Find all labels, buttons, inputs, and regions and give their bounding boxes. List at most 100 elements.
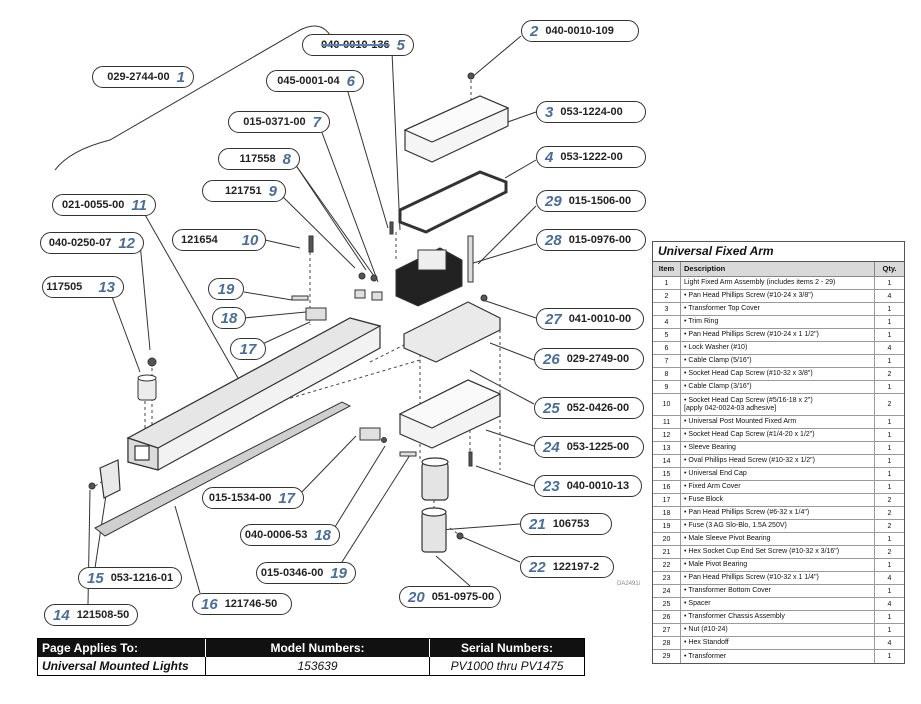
callout-7: 7 015-0371-00: [228, 111, 330, 133]
description-text: • Universal End Cap: [684, 470, 747, 477]
description-text: • Lock Washer (#10): [684, 344, 748, 351]
callout-number: 19: [330, 564, 347, 582]
callout-24: 24 053-1225-00: [534, 436, 644, 458]
callout-21: 21 106753: [520, 513, 612, 535]
callout-17b: 17 015-1534-00: [202, 487, 304, 509]
table-row: 27• Nut (#10-24)1: [653, 624, 904, 637]
qty-cell: 2: [887, 401, 892, 408]
description-text: • Socket Head Cap Screw (#1/4-20 x 1/2"): [684, 431, 815, 438]
part-number: 029-2749-00: [566, 353, 630, 365]
callout-number: 28: [545, 231, 562, 249]
callout-number: 13: [98, 278, 115, 296]
description-cell: • Fuse (3 AG Slo-Blo, 1.5A 250V): [681, 520, 875, 532]
callout-12: 12 040-0250-07: [40, 232, 144, 254]
item-cell: 12: [653, 429, 681, 441]
header-qty: Qty.: [882, 264, 897, 273]
part-number: 053-1224-00: [560, 106, 623, 118]
callout-number: 21: [529, 515, 546, 533]
part-number: 121654: [181, 234, 218, 246]
callout-number: 14: [53, 606, 70, 624]
callout-number: 11: [131, 196, 147, 214]
description-cell: • Spacer: [681, 598, 875, 610]
description-text: • Socket Head Cap Screw (#10-32 x 3/8"): [684, 370, 813, 377]
callout-number: 15: [87, 569, 104, 587]
table-row: 6• Lock Washer (#10)4: [653, 342, 904, 355]
part-number: 015-1534-00: [208, 492, 272, 504]
qty-cell: 2: [887, 496, 892, 504]
callout-number: 7: [312, 113, 321, 131]
table-row: 5• Pan Head Phillips Screw (#10-24 x 1 1…: [653, 329, 904, 342]
description-cell: • Pan Head Phillips Screw (#6-32 x 1/4"): [681, 507, 875, 519]
qty-cell: 1: [887, 613, 892, 621]
item-cell: 29: [653, 650, 681, 663]
qty-cell: 1: [887, 561, 892, 569]
description-text: • Socket Head Cap Screw (#5/16-18 x 2") …: [684, 396, 813, 412]
description-cell: • Nut (#10-24): [681, 624, 875, 636]
callout-8: 8 117558: [218, 148, 300, 170]
qty-cell: 1: [887, 318, 892, 326]
drawing-code: DA2491i: [617, 581, 641, 587]
description-text: • Transformer Bottom Cover: [684, 587, 771, 594]
part-number: 021-0055-00: [62, 199, 125, 211]
callout-number: 5: [396, 36, 405, 54]
callout-29: 29 015-1506-00: [536, 190, 646, 212]
description-text: • Transformer Top Cover: [684, 305, 760, 312]
callout-number: 23: [543, 477, 560, 495]
callout-number: 19: [217, 280, 235, 298]
callout-number: 4: [545, 148, 554, 166]
applies-header-row: Page Applies To: Model Numbers: Serial N…: [38, 639, 584, 657]
part-number: 121746-50: [224, 598, 278, 610]
item-cell: 11: [653, 416, 681, 428]
description-text: • Hex Socket Cup End Set Screw (#10-32 x…: [684, 548, 840, 555]
table-row: 2• Pan Head Phillips Screw (#10-24 x 3/8…: [653, 290, 904, 303]
part-number: 053-1222-00: [560, 151, 623, 163]
item-cell: 10: [653, 394, 681, 415]
qty-cell: 1: [887, 331, 892, 339]
header-description: Description: [681, 262, 875, 276]
qty-cell: 2: [887, 509, 892, 517]
callout-number: 20: [408, 588, 425, 606]
callout-17a: 17: [230, 338, 266, 360]
callout-number: 26: [543, 350, 560, 368]
callout-25: 25 052-0426-00: [534, 397, 644, 419]
part-number: 053-1225-00: [566, 441, 630, 453]
callout-22: 22 122197-2: [520, 556, 614, 578]
callout-18a: 18: [212, 307, 246, 329]
qty-cell: 4: [887, 574, 892, 582]
description-text: • Oval Phillips Head Screw (#10-32 x 1/2…: [684, 457, 815, 464]
part-number: 040-0006-53: [244, 529, 308, 541]
item-cell: 27: [653, 624, 681, 636]
callout-15: 15 053-1216-01: [78, 567, 182, 589]
item-cell: 25: [653, 598, 681, 610]
applies-serial-value: PV1000 thru PV1475: [450, 659, 564, 673]
part-number: 117505: [46, 281, 83, 293]
qty-cell: 1: [887, 457, 892, 465]
callout-number: 9: [268, 182, 277, 200]
description-cell: • Male Pivot Bearing: [681, 559, 875, 571]
callout-number: 6: [346, 72, 355, 90]
callout-1: 1 029-2744-00: [92, 66, 194, 88]
part-number: 041-0010-00: [568, 313, 632, 325]
description-cell: • Universal End Cap: [681, 468, 875, 480]
qty-cell: 1: [887, 383, 892, 391]
callout-13: 13 117505: [42, 276, 124, 298]
item-cell: 13: [653, 442, 681, 454]
callout-16: 16 121746-50: [192, 593, 292, 615]
description-cell: • Hex Socket Cup End Set Screw (#10-32 x…: [681, 546, 875, 558]
callout-18b: 18 040-0006-53: [240, 524, 340, 546]
callout-28: 28 015-0976-00: [536, 229, 646, 251]
description-text: • Pan Head Phillips Screw (#10-24 x 1 1/…: [684, 331, 819, 338]
part-number: 015-0371-00: [243, 116, 306, 128]
description-cell: • Hex Standoff: [681, 637, 875, 649]
part-number: 106753: [552, 518, 590, 530]
item-cell: 28: [653, 637, 681, 649]
callout-19a: 19: [208, 278, 244, 300]
